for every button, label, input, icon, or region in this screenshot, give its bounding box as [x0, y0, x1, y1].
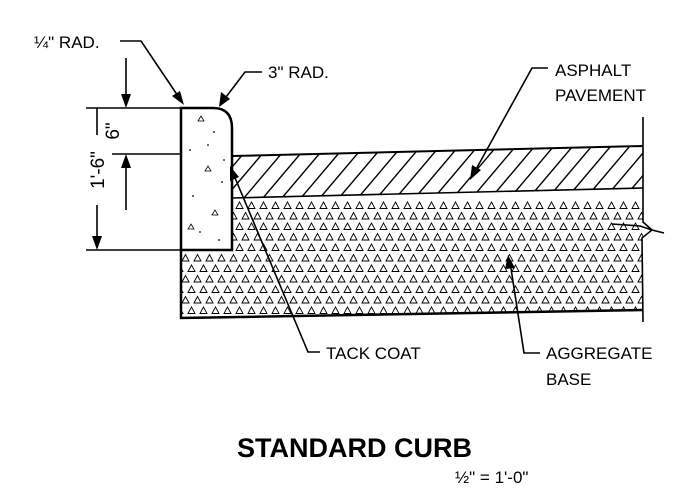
six-inch-dimension: 6": [103, 122, 124, 139]
aggregate-label-line2: BASE: [546, 370, 591, 389]
one-foot-six-dimension: 1'-6": [88, 151, 109, 189]
aggregate-label-line1: AGGREGATE: [546, 344, 652, 363]
drawing-title: STANDARD CURB: [237, 433, 472, 463]
aggregate-base-layer: [179, 201, 644, 320]
three-rad-label: 3" RAD.: [268, 63, 329, 82]
asphalt-label-line1: ASPHALT: [555, 61, 631, 80]
asphalt-pavement-layer: [231, 145, 644, 199]
quarter-rad-label: ¼" RAD.: [34, 33, 100, 52]
leader-lines: [120, 40, 548, 354]
concrete-curb: [179, 106, 234, 252]
tack-coat-label: TACK COAT: [326, 344, 421, 363]
asphalt-label-line2: PAVEMENT: [555, 86, 646, 105]
break-line: [611, 117, 665, 323]
drawing-scale: ½" = 1'-0": [455, 468, 528, 487]
dimension-lines: [86, 58, 181, 251]
